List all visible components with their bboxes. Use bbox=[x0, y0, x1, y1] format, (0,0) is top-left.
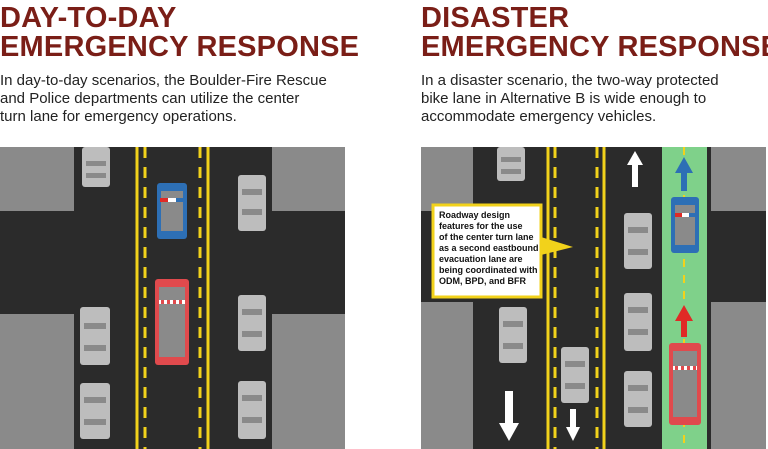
day-to-day-description-line: In day-to-day scenarios, the Boulder-Fir… bbox=[0, 72, 327, 89]
parked-car bbox=[238, 175, 266, 231]
building-block bbox=[711, 147, 766, 211]
day-to-day-description-line: and Police departments can utilize the c… bbox=[0, 90, 300, 107]
callout-line: being coordinated with bbox=[439, 265, 538, 275]
callout-line: features for the use bbox=[439, 221, 523, 231]
disaster-street-diagram bbox=[421, 147, 766, 449]
callout-box bbox=[431, 203, 573, 299]
parked-car bbox=[561, 347, 589, 403]
building-block bbox=[421, 147, 473, 211]
callout-line: Roadway design bbox=[439, 210, 511, 220]
callout-line: evacuation lane are bbox=[439, 254, 523, 264]
day-to-day-title-line1: DAY-TO-DAY bbox=[0, 2, 177, 34]
disaster-description-line: accommodate emergency vehicles. bbox=[421, 108, 657, 125]
disaster-title-line1: DISASTER bbox=[421, 2, 570, 34]
day-to-day-title-line2: EMERGENCY RESPONSE bbox=[0, 31, 360, 63]
parked-car bbox=[80, 383, 110, 439]
police-car bbox=[671, 197, 699, 253]
disaster-description: In a disaster scenario, the two-way prot… bbox=[421, 72, 719, 126]
parked-car bbox=[624, 213, 652, 269]
day-to-day-street-diagram bbox=[0, 147, 345, 449]
parked-car bbox=[499, 307, 527, 363]
building-block bbox=[272, 147, 345, 211]
disaster-title-line2: EMERGENCY RESPONSE bbox=[421, 31, 768, 63]
building-block bbox=[421, 302, 473, 449]
building-block bbox=[0, 314, 74, 449]
disaster-description-line: In a disaster scenario, the two-way prot… bbox=[421, 72, 719, 89]
blue-up-arrow-icon bbox=[675, 157, 693, 191]
disaster-title: DISASTER EMERGENCY RESPONSE bbox=[421, 4, 768, 62]
parked-car bbox=[80, 307, 110, 365]
red-up-arrow-icon bbox=[675, 305, 693, 337]
disaster-description-line: bike lane in Alternative B is wide enoug… bbox=[421, 90, 707, 107]
day-to-day-description: In day-to-day scenarios, the Boulder-Fir… bbox=[0, 72, 327, 126]
callout-line: ODM, BPD, and BFR bbox=[439, 276, 526, 286]
building-block bbox=[711, 302, 766, 449]
down-arrow-icon bbox=[499, 391, 519, 441]
fire-truck bbox=[669, 343, 701, 425]
parked-car bbox=[624, 293, 652, 351]
parked-car bbox=[238, 295, 266, 351]
parked-car bbox=[497, 147, 525, 181]
building-block bbox=[272, 314, 345, 449]
callout-line: of the center turn lane bbox=[439, 232, 534, 242]
parked-car bbox=[238, 381, 266, 439]
parked-car bbox=[624, 371, 652, 427]
parked-car bbox=[82, 147, 110, 187]
police-car bbox=[157, 183, 187, 239]
fire-truck bbox=[155, 279, 189, 365]
callout-line: as a second eastbound bbox=[439, 243, 539, 253]
callout-text: Roadway design features for the use of t… bbox=[439, 210, 539, 287]
building-block bbox=[0, 147, 74, 211]
day-to-day-title: DAY-TO-DAY EMERGENCY RESPONSE bbox=[0, 4, 360, 62]
down-arrow-icon bbox=[566, 409, 580, 441]
up-arrow-icon bbox=[627, 151, 643, 187]
day-to-day-description-line: turn lane for emergency operations. bbox=[0, 108, 237, 125]
